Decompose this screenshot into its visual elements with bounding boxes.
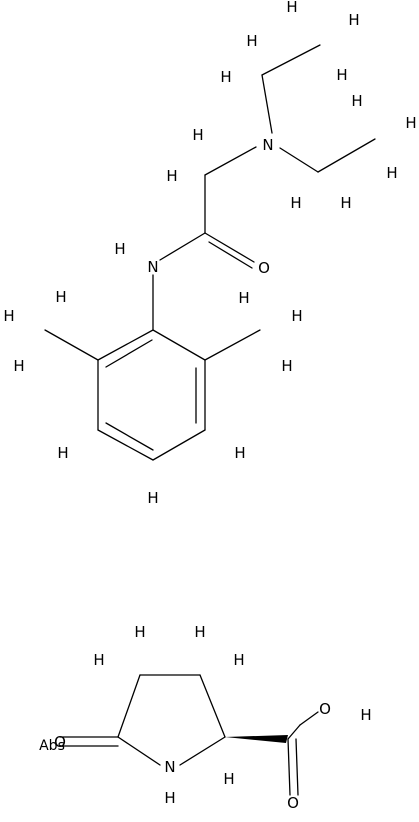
bond: [105, 422, 154, 451]
bond: [152, 329, 206, 361]
ketone-oxygen: O: [54, 733, 66, 751]
pyroglutamic-acid-molecule: N H O Abs O H O H H H H H: [39, 623, 372, 812]
bond: [117, 736, 161, 766]
carbonyl-oxygen: O: [258, 259, 270, 277]
stereo-wedge-bond: [225, 735, 288, 743]
hydrogen: H: [281, 357, 292, 375]
bond: [204, 232, 255, 263]
hydrogen: H: [220, 68, 231, 86]
hydrogen: H: [13, 357, 24, 375]
hydrogen: H: [166, 167, 177, 185]
ring-nitrogen: N: [164, 758, 175, 776]
ring-nitrogen-hydrogen: H: [164, 789, 175, 807]
hydrogen: H: [246, 32, 257, 50]
hydrogen: H: [223, 770, 234, 788]
hydrogen: H: [233, 651, 244, 669]
hydrogen: H: [336, 66, 347, 84]
bond: [317, 138, 376, 173]
hydrogen: H: [57, 444, 68, 462]
hydrogen: H: [93, 651, 104, 669]
stray-label: Abs: [39, 738, 65, 754]
lidocaine-molecule: N N O H H H H H H H H H H H H H H H H H …: [3, 0, 416, 507]
bond: [295, 738, 299, 796]
bond: [299, 711, 319, 726]
bond: [117, 674, 141, 738]
hydrogen: H: [291, 307, 302, 325]
amine-nitrogen: N: [262, 136, 273, 154]
bond: [208, 241, 253, 269]
bond: [44, 329, 99, 361]
hydrogen: H: [147, 489, 158, 507]
acid-hydroxyl-hydrogen: H: [360, 706, 371, 724]
hydrogen-labels: H H H H H: [93, 623, 244, 788]
bond: [261, 74, 273, 134]
hydrogen: H: [192, 126, 203, 144]
hydrogen: H: [134, 623, 145, 641]
hydrogen: H: [194, 623, 205, 641]
amide-nitrogen: N: [147, 258, 158, 276]
hydrogen-labels: H H H H H H H H H H H H H H H H H H H H …: [3, 0, 416, 507]
hydrogen: H: [234, 444, 245, 462]
bond: [199, 674, 226, 738]
hydrogen: H: [340, 194, 351, 212]
hydrogen: H: [351, 92, 362, 110]
hydrogen: H: [55, 288, 66, 306]
acid-carbonyl-oxygen: O: [287, 794, 299, 812]
hydrogen: H: [386, 164, 397, 182]
hydrogen: H: [405, 114, 416, 132]
bond: [179, 736, 226, 766]
hydrogen: H: [286, 0, 297, 16]
bond: [204, 329, 261, 361]
bond: [279, 147, 319, 173]
bond: [204, 146, 257, 176]
bond: [287, 738, 291, 796]
hydrogen: H: [290, 194, 301, 212]
bond: [261, 44, 321, 76]
bond: [159, 232, 206, 261]
acid-hydroxyl-oxygen: O: [319, 700, 331, 718]
hydrogen: H: [238, 289, 249, 307]
bond: [287, 724, 301, 740]
bond: [97, 429, 154, 461]
hydrogen: H: [114, 240, 125, 258]
bond: [105, 339, 153, 368]
hydrogen: H: [3, 307, 14, 325]
bond: [152, 429, 206, 461]
bond: [97, 329, 154, 361]
hydrogen: H: [348, 11, 359, 29]
